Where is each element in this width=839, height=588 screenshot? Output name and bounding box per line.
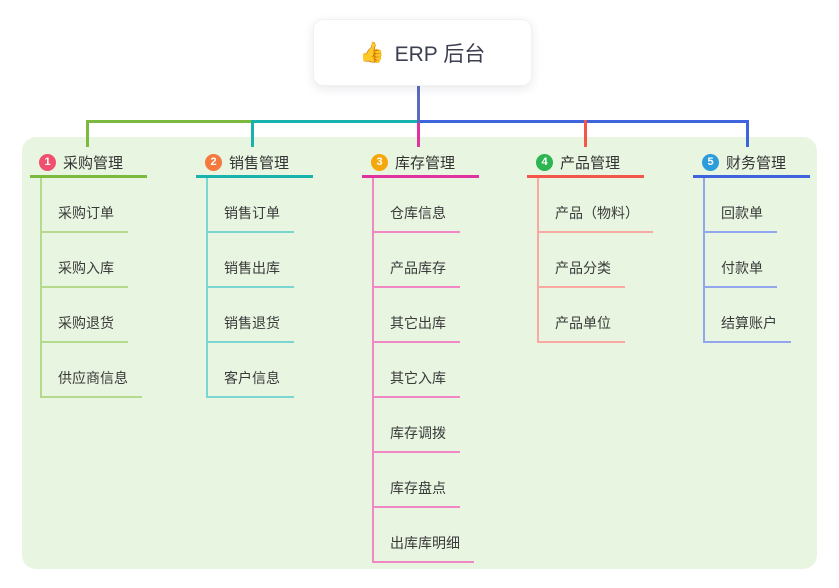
branch-title: 财务管理 [726, 154, 787, 172]
connector-drop-branch3 [417, 123, 420, 147]
child-node[interactable]: 库存调拨 [372, 398, 460, 453]
connector-root-line [417, 84, 420, 123]
branch-2: 2 销售管理销售订单销售出库销售退货客户信息 [196, 146, 313, 398]
branch-number-badge: 4 [536, 153, 553, 171]
branch-children-line [372, 178, 374, 563]
root-node[interactable]: 👍 ERP 后台 [313, 19, 532, 86]
thumbs-up-icon: 👍 [359, 42, 385, 64]
child-node[interactable]: 仓库信息 [372, 178, 460, 233]
root-label: ERP 后台 [394, 42, 486, 66]
branch-children: 回款单付款单结算账户 [703, 178, 810, 343]
branch-5: 5 财务管理回款单付款单结算账户 [693, 146, 810, 343]
child-node[interactable]: 销售出库 [206, 233, 294, 288]
branch-title: 销售管理 [229, 154, 290, 172]
child-node[interactable]: 库存盘点 [372, 453, 460, 508]
branch-children-line [206, 178, 208, 398]
branch-title: 库存管理 [395, 154, 456, 172]
branch-3: 3 库存管理仓库信息产品库存其它出库其它入库库存调拨库存盘点出库库明细 [362, 146, 479, 563]
child-node[interactable]: 付款单 [703, 233, 777, 288]
branch-label[interactable]: 3 库存管理 [362, 146, 479, 178]
branch-children: 采购订单采购入库采购退货供应商信息 [40, 178, 147, 398]
child-node[interactable]: 销售退货 [206, 288, 294, 343]
branch-label[interactable]: 2 销售管理 [196, 146, 313, 178]
connector-h-branch1 [86, 120, 253, 123]
branch-1: 1 采购管理采购订单采购入库采购退货供应商信息 [30, 146, 147, 398]
child-node[interactable]: 采购退货 [40, 288, 128, 343]
connector-drop-branch4 [584, 120, 587, 147]
branch-children: 产品（物料）产品分类产品单位 [537, 178, 653, 343]
child-node[interactable]: 产品库存 [372, 233, 460, 288]
connector-drop-branch2 [251, 120, 254, 147]
branch-number-badge: 5 [702, 153, 719, 171]
child-node[interactable]: 回款单 [703, 178, 777, 233]
child-node[interactable]: 客户信息 [206, 343, 294, 398]
child-node[interactable]: 其它入库 [372, 343, 460, 398]
branch-label[interactable]: 1 采购管理 [30, 146, 147, 178]
child-node[interactable]: 其它出库 [372, 288, 460, 343]
branch-label[interactable]: 4 产品管理 [527, 146, 644, 178]
child-node[interactable]: 供应商信息 [40, 343, 142, 398]
branch-4: 4 产品管理产品（物料）产品分类产品单位 [527, 146, 653, 343]
child-node[interactable]: 销售订单 [206, 178, 294, 233]
branch-children-line [537, 178, 539, 343]
child-node[interactable]: 产品分类 [537, 233, 625, 288]
child-node[interactable]: 产品（物料） [537, 178, 653, 233]
child-node[interactable]: 采购订单 [40, 178, 128, 233]
branch-number-badge: 1 [39, 153, 56, 171]
branches-panel [22, 137, 817, 569]
branch-title: 采购管理 [63, 154, 124, 172]
connector-drop-branch1 [86, 120, 89, 147]
branch-children: 仓库信息产品库存其它出库其它入库库存调拨库存盘点出库库明细 [372, 178, 479, 563]
connector-h-branch2 [253, 120, 419, 123]
branch-title: 产品管理 [560, 154, 621, 172]
branch-number-badge: 3 [371, 153, 388, 171]
child-node[interactable]: 产品单位 [537, 288, 625, 343]
child-node[interactable]: 采购入库 [40, 233, 128, 288]
connector-drop-branch5 [746, 120, 749, 147]
child-node[interactable]: 结算账户 [703, 288, 791, 343]
child-node[interactable]: 出库库明细 [372, 508, 474, 563]
branch-label[interactable]: 5 财务管理 [693, 146, 810, 178]
branch-children-line [703, 178, 705, 343]
branch-children: 销售订单销售出库销售退货客户信息 [206, 178, 313, 398]
branch-number-badge: 2 [205, 153, 222, 171]
branch-children-line [40, 178, 42, 398]
